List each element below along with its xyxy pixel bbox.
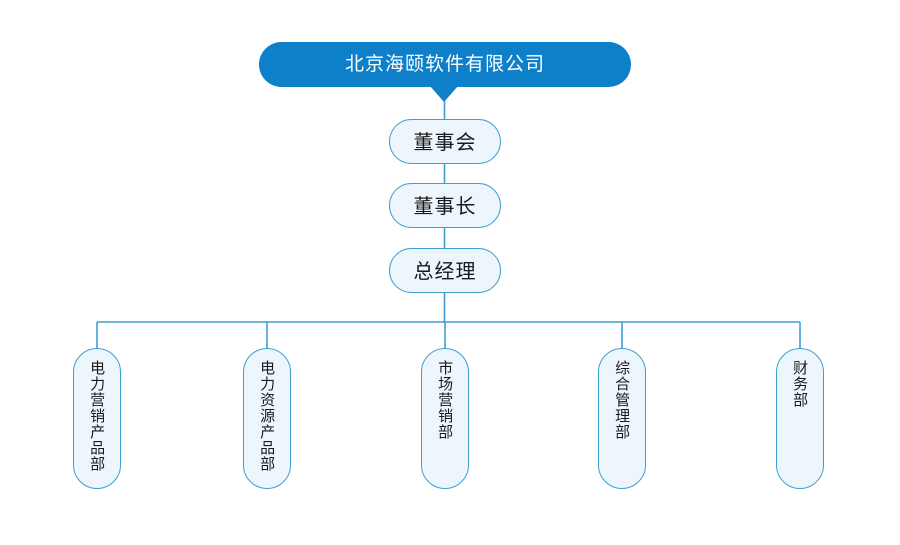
node-market-marketing-dept[interactable]: 市场营销部 [421, 348, 469, 489]
node-finance-dept-label: 财务部 [791, 360, 810, 408]
node-power-marketing-product-dept-label: 电力营销产品部 [88, 360, 107, 472]
node-power-resource-product-dept-label: 电力资源产品部 [258, 360, 277, 472]
node-general-management-dept[interactable]: 综合管理部 [598, 348, 646, 489]
node-finance-dept[interactable]: 财务部 [776, 348, 824, 489]
node-board-of-directors[interactable]: 董事会 [389, 119, 501, 164]
node-general-manager-label: 总经理 [413, 258, 477, 283]
callout-tail [430, 86, 458, 102]
node-general-manager[interactable]: 总经理 [389, 248, 501, 293]
node-general-management-dept-label: 综合管理部 [613, 360, 632, 440]
node-company-label: 北京海颐软件有限公司 [344, 53, 545, 75]
node-company[interactable]: 北京海颐软件有限公司 [259, 42, 631, 87]
node-board-of-directors-label: 董事会 [413, 129, 477, 154]
node-market-marketing-dept-label: 市场营销部 [436, 360, 455, 440]
node-power-marketing-product-dept[interactable]: 电力营销产品部 [73, 348, 121, 489]
node-chairman[interactable]: 董事长 [389, 183, 501, 228]
node-power-resource-product-dept[interactable]: 电力资源产品部 [243, 348, 291, 489]
node-chairman-label: 董事长 [413, 193, 477, 218]
